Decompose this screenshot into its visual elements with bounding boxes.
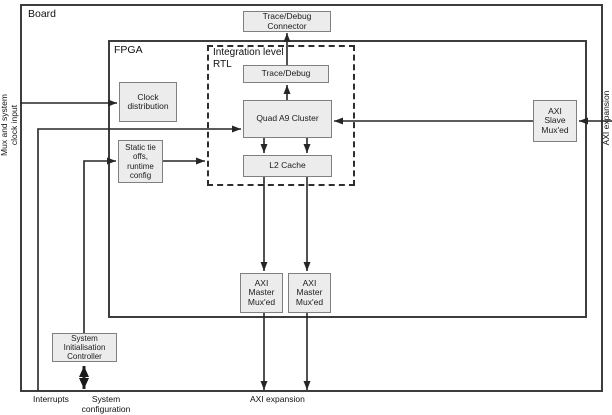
- block-trace-debug-connector: Trace/Debug Connector: [243, 11, 331, 32]
- board-boundary: [20, 4, 603, 392]
- block-l2-cache: L2 Cache: [243, 155, 332, 177]
- block-clock-distribution: Clock distribution: [119, 82, 177, 122]
- label-interrupts: Interrupts: [33, 394, 69, 404]
- block-system-init-controller: System Initialisation Controller: [52, 333, 117, 362]
- block-axi-master-muxed-2: AXI Master Mux'ed: [288, 273, 331, 313]
- board-label: Board: [28, 8, 57, 20]
- block-trace-debug: Trace/Debug: [243, 65, 329, 83]
- wire-sysinit-to-static-tie: [83, 157, 116, 333]
- label-axi-expansion-bottom: AXI expansion: [250, 394, 305, 404]
- fpga-label: FPGA: [114, 44, 143, 56]
- wire-interrupts-to-quad-a9: [37, 125, 241, 391]
- label-system-configuration: System configuration: [81, 394, 131, 414]
- label-axi-expansion-right: AXI expansion: [601, 90, 611, 146]
- block-quad-a9-cluster: Quad A9 Cluster: [243, 100, 332, 138]
- integration-rtl-boundary: [207, 45, 355, 186]
- label-mux-clock-input: Mux and system clock input: [0, 94, 19, 156]
- integration-rtl-label: Integration level RTL: [213, 47, 284, 70]
- block-static-tie-offs: Static tie offs, runtime config: [118, 140, 163, 183]
- block-axi-slave-muxed: AXI Slave Mux'ed: [533, 100, 577, 142]
- fpga-boundary: [108, 40, 587, 318]
- block-axi-master-muxed-1: AXI Master Mux'ed: [240, 273, 283, 313]
